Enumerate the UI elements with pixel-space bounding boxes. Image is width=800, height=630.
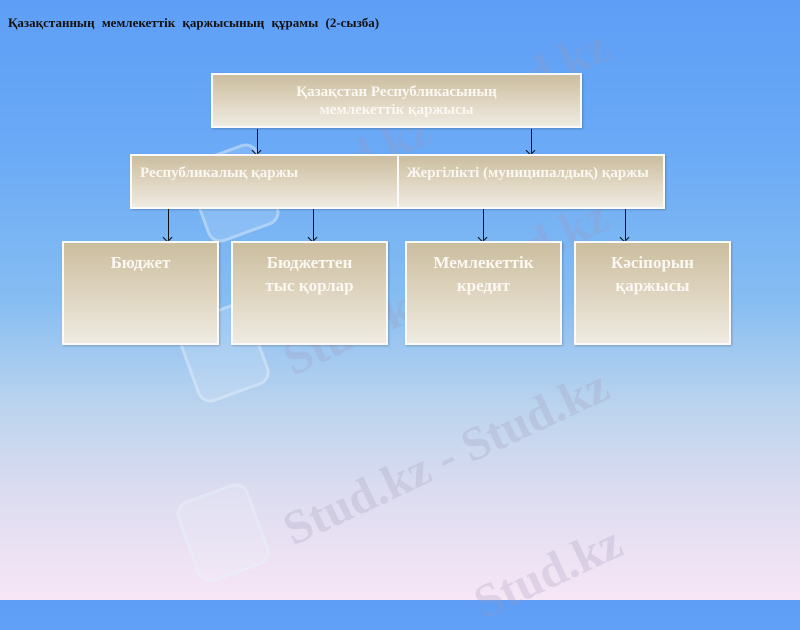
- node-label: қаржысы: [615, 276, 690, 295]
- root-node-line1: Қазақстан Республикасының: [296, 84, 497, 100]
- node-budget: Бюджет: [62, 241, 219, 345]
- watermark-text: Stud.kz - Stud.kz: [275, 359, 617, 556]
- node-label: кредит: [456, 276, 511, 295]
- node-republican-finance: Республикалық қаржы: [140, 165, 299, 181]
- node-local-finance: Жергілікті (муниципалдық) қаржы: [396, 156, 664, 207]
- node-label: Мемлекеттік: [433, 253, 534, 272]
- node-label: тыс қорлар: [265, 276, 354, 295]
- root-node: Қазақстан Республикасының мемлекеттік қа…: [211, 73, 582, 128]
- node-extra-budget-funds: Бюджеттен тыс қорлар: [231, 241, 388, 345]
- node-state-credit: Мемлекеттік кредит: [405, 241, 562, 345]
- page-title: Қазақстанның мемлекеттік қаржысының құра…: [8, 15, 380, 30]
- node-label: Бюджеттен: [266, 253, 353, 272]
- watermark-text: Stud.kz: [466, 515, 630, 630]
- arrow-icon: [168, 209, 169, 240]
- arrow-icon: [257, 129, 258, 153]
- node-enterprise-finance: Кәсіпорын қаржысы: [574, 241, 731, 345]
- hummingbird-logo-icon: [172, 479, 274, 587]
- arrow-icon: [531, 129, 532, 153]
- root-node-line2: мемлекеттік қаржысы: [319, 102, 474, 118]
- arrow-icon: [625, 209, 626, 240]
- arrow-icon: [313, 209, 314, 240]
- node-label: Кәсіпорын: [611, 253, 694, 272]
- arrow-icon: [483, 209, 484, 240]
- node-label: Бюджет: [110, 253, 171, 272]
- level2-node-row: Республикалық қаржы Жергілікті (муниципа…: [130, 154, 665, 209]
